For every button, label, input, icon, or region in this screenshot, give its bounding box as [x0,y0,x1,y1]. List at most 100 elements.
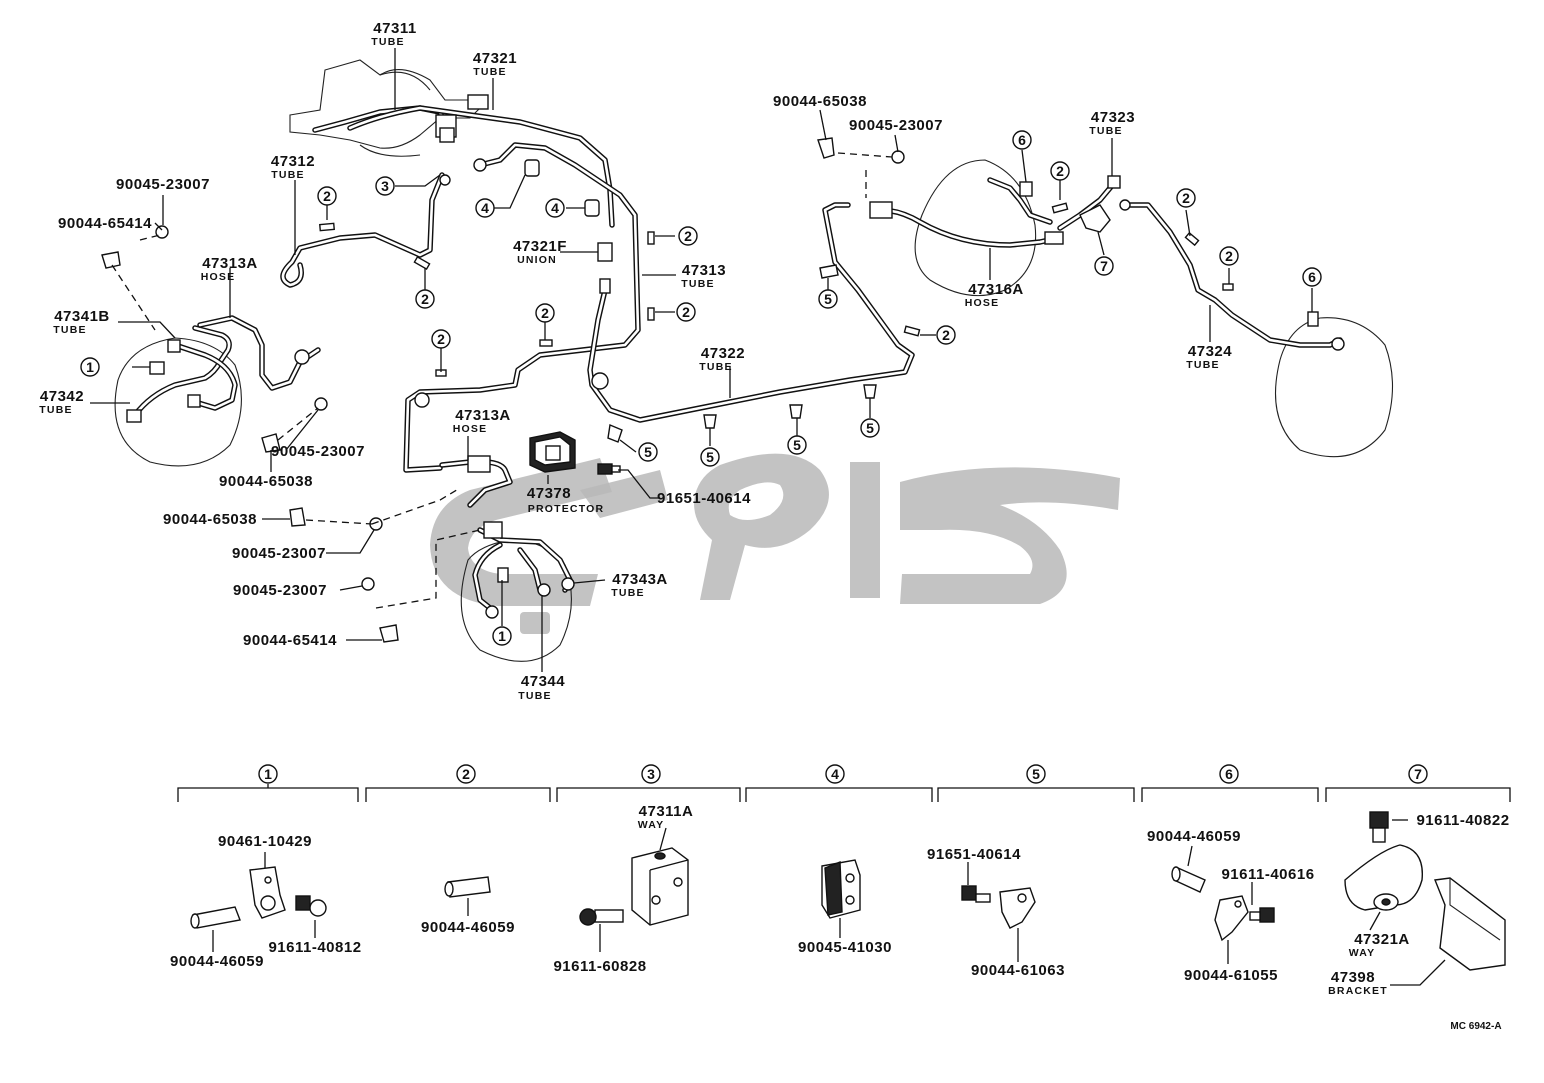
circle-marker-1: 1 [80,357,100,377]
circle-marker-6: 6 [1012,130,1032,150]
svg-text:HOSE: HOSE [201,271,236,283]
svg-text:1: 1 [264,766,272,782]
part-number: 91611-40812 [268,939,361,956]
detail-group-1-parts: 90461-10429 90044-46059 91611-40812 [170,833,361,970]
circle-marker-2: 2 [1219,246,1239,266]
svg-text:2: 2 [684,228,692,244]
callout-47343A: 47343A TUBE [611,571,667,599]
part-number-labels: 90045-23007 90044-65414 90045-23007 9004… [58,93,943,649]
svg-text:TUBE: TUBE [371,36,404,48]
part-number: 91651-40614 [927,846,1021,863]
svg-text:6: 6 [1225,766,1233,782]
svg-text:47312: 47312 [271,153,315,170]
circle-marker-5: 5 [860,418,880,438]
svg-text:TUBE: TUBE [473,66,506,78]
svg-text:2: 2 [1225,248,1233,264]
part-number: 90045-23007 [116,176,210,193]
circle-marker-2: 2 [1050,161,1070,181]
svg-text:2: 2 [437,331,445,347]
svg-text:1: 1 [498,628,506,644]
circle-markers: 1 2 2 3 4 4 2 2 2 2 5 5 5 5 5 2 6 2 7 2 … [80,130,1322,646]
svg-text:BRACKET: BRACKET [1328,985,1388,997]
clamps [101,137,1234,643]
svg-text:47321A: 47321A [1354,931,1410,948]
svg-text:7: 7 [1414,766,1422,782]
svg-text:47341B: 47341B [54,308,110,325]
part-number: 90461-10429 [218,833,312,850]
svg-text:TUBE: TUBE [271,169,304,181]
circle-marker-2: 2 [535,303,555,323]
part-number: 90044-46059 [1147,828,1241,845]
detail-number-3: 3 [641,764,661,784]
circle-marker-4: 4 [475,198,495,218]
callout-47378: 47378 PROTECTOR [527,485,603,515]
part-number: 91611-40822 [1416,812,1509,829]
circle-marker-3: 3 [375,176,395,196]
part-number: 90044-65038 [773,93,867,110]
svg-text:6: 6 [1018,132,1026,148]
svg-text:2: 2 [421,291,429,307]
svg-text:5: 5 [644,444,652,460]
callout-47316A: 47316A HOSE [965,281,1024,309]
part-number: 90044-65414 [58,215,152,232]
part-number: 90044-46059 [421,919,515,936]
svg-text:47321: 47321 [473,50,517,67]
svg-text:47316A: 47316A [968,281,1024,298]
svg-text:47313A: 47313A [202,255,258,272]
circle-marker-1: 1 [492,626,512,646]
detail-group-2-parts: 90044-46059 [421,876,515,936]
callout-47342: 47342 TUBE [39,388,84,416]
svg-text:47344: 47344 [521,673,565,690]
part-number: 90045-23007 [849,117,943,134]
svg-text:47311A: 47311A [639,803,694,820]
callout-47322: 47322 TUBE [699,345,744,373]
svg-text:TUBE: TUBE [53,324,86,336]
svg-text:5: 5 [824,291,832,307]
svg-text:6: 6 [1308,269,1316,285]
part-number: 91651-40614 [657,490,751,507]
svg-text:47342: 47342 [40,388,84,405]
svg-text:TUBE: TUBE [1186,359,1219,371]
part-number: 90044-61063 [971,962,1065,979]
circle-marker-2: 2 [431,329,451,349]
svg-text:TUBE: TUBE [681,278,714,290]
svg-text:47398: 47398 [1331,969,1375,986]
svg-text:HOSE: HOSE [965,297,1000,309]
svg-text:TUBE: TUBE [1089,125,1122,137]
svg-text:2: 2 [942,327,950,343]
callout-47323: 47323 TUBE [1089,109,1134,137]
detail-number-4: 4 [825,764,845,784]
callout-47313A-top: 47313A HOSE [201,255,258,283]
svg-text:3: 3 [647,766,655,782]
detail-number-6: 6 [1219,764,1239,784]
callout-47324: 47324 TUBE [1186,343,1231,371]
detail-group-4-parts: 90045-41030 [798,859,891,956]
part-number: 90044-61055 [1184,967,1278,984]
svg-text:2: 2 [1056,163,1064,179]
svg-text:TUBE: TUBE [518,690,551,702]
svg-text:2: 2 [323,188,331,204]
detail-number-2: 2 [456,764,476,784]
svg-text:WAY: WAY [638,819,665,831]
callout-47344: 47344 TUBE [518,673,565,702]
svg-text:2: 2 [1182,190,1190,206]
detail-number-1: 1 [258,764,278,784]
leader-lines [90,48,1313,672]
detail-group-7-parts: 91611-40822 47321A WAY 47398 BRACKET [1328,811,1509,997]
svg-text:HOSE: HOSE [453,423,488,435]
callout-47321F: 47321F UNION [513,238,566,266]
svg-text:7: 7 [1100,258,1108,274]
part-number: 90044-65038 [219,473,313,490]
circle-marker-7: 7 [1094,256,1114,276]
svg-text:5: 5 [866,420,874,436]
circle-marker-5: 5 [818,289,838,309]
bolt-part [597,463,621,475]
svg-text:47343A: 47343A [612,571,668,588]
svg-text:47313: 47313 [682,262,726,279]
part-number: 90044-65038 [163,511,257,528]
svg-text:5: 5 [1032,766,1040,782]
svg-text:47378: 47378 [527,485,571,502]
callout-47313: 47313 TUBE [681,262,726,290]
